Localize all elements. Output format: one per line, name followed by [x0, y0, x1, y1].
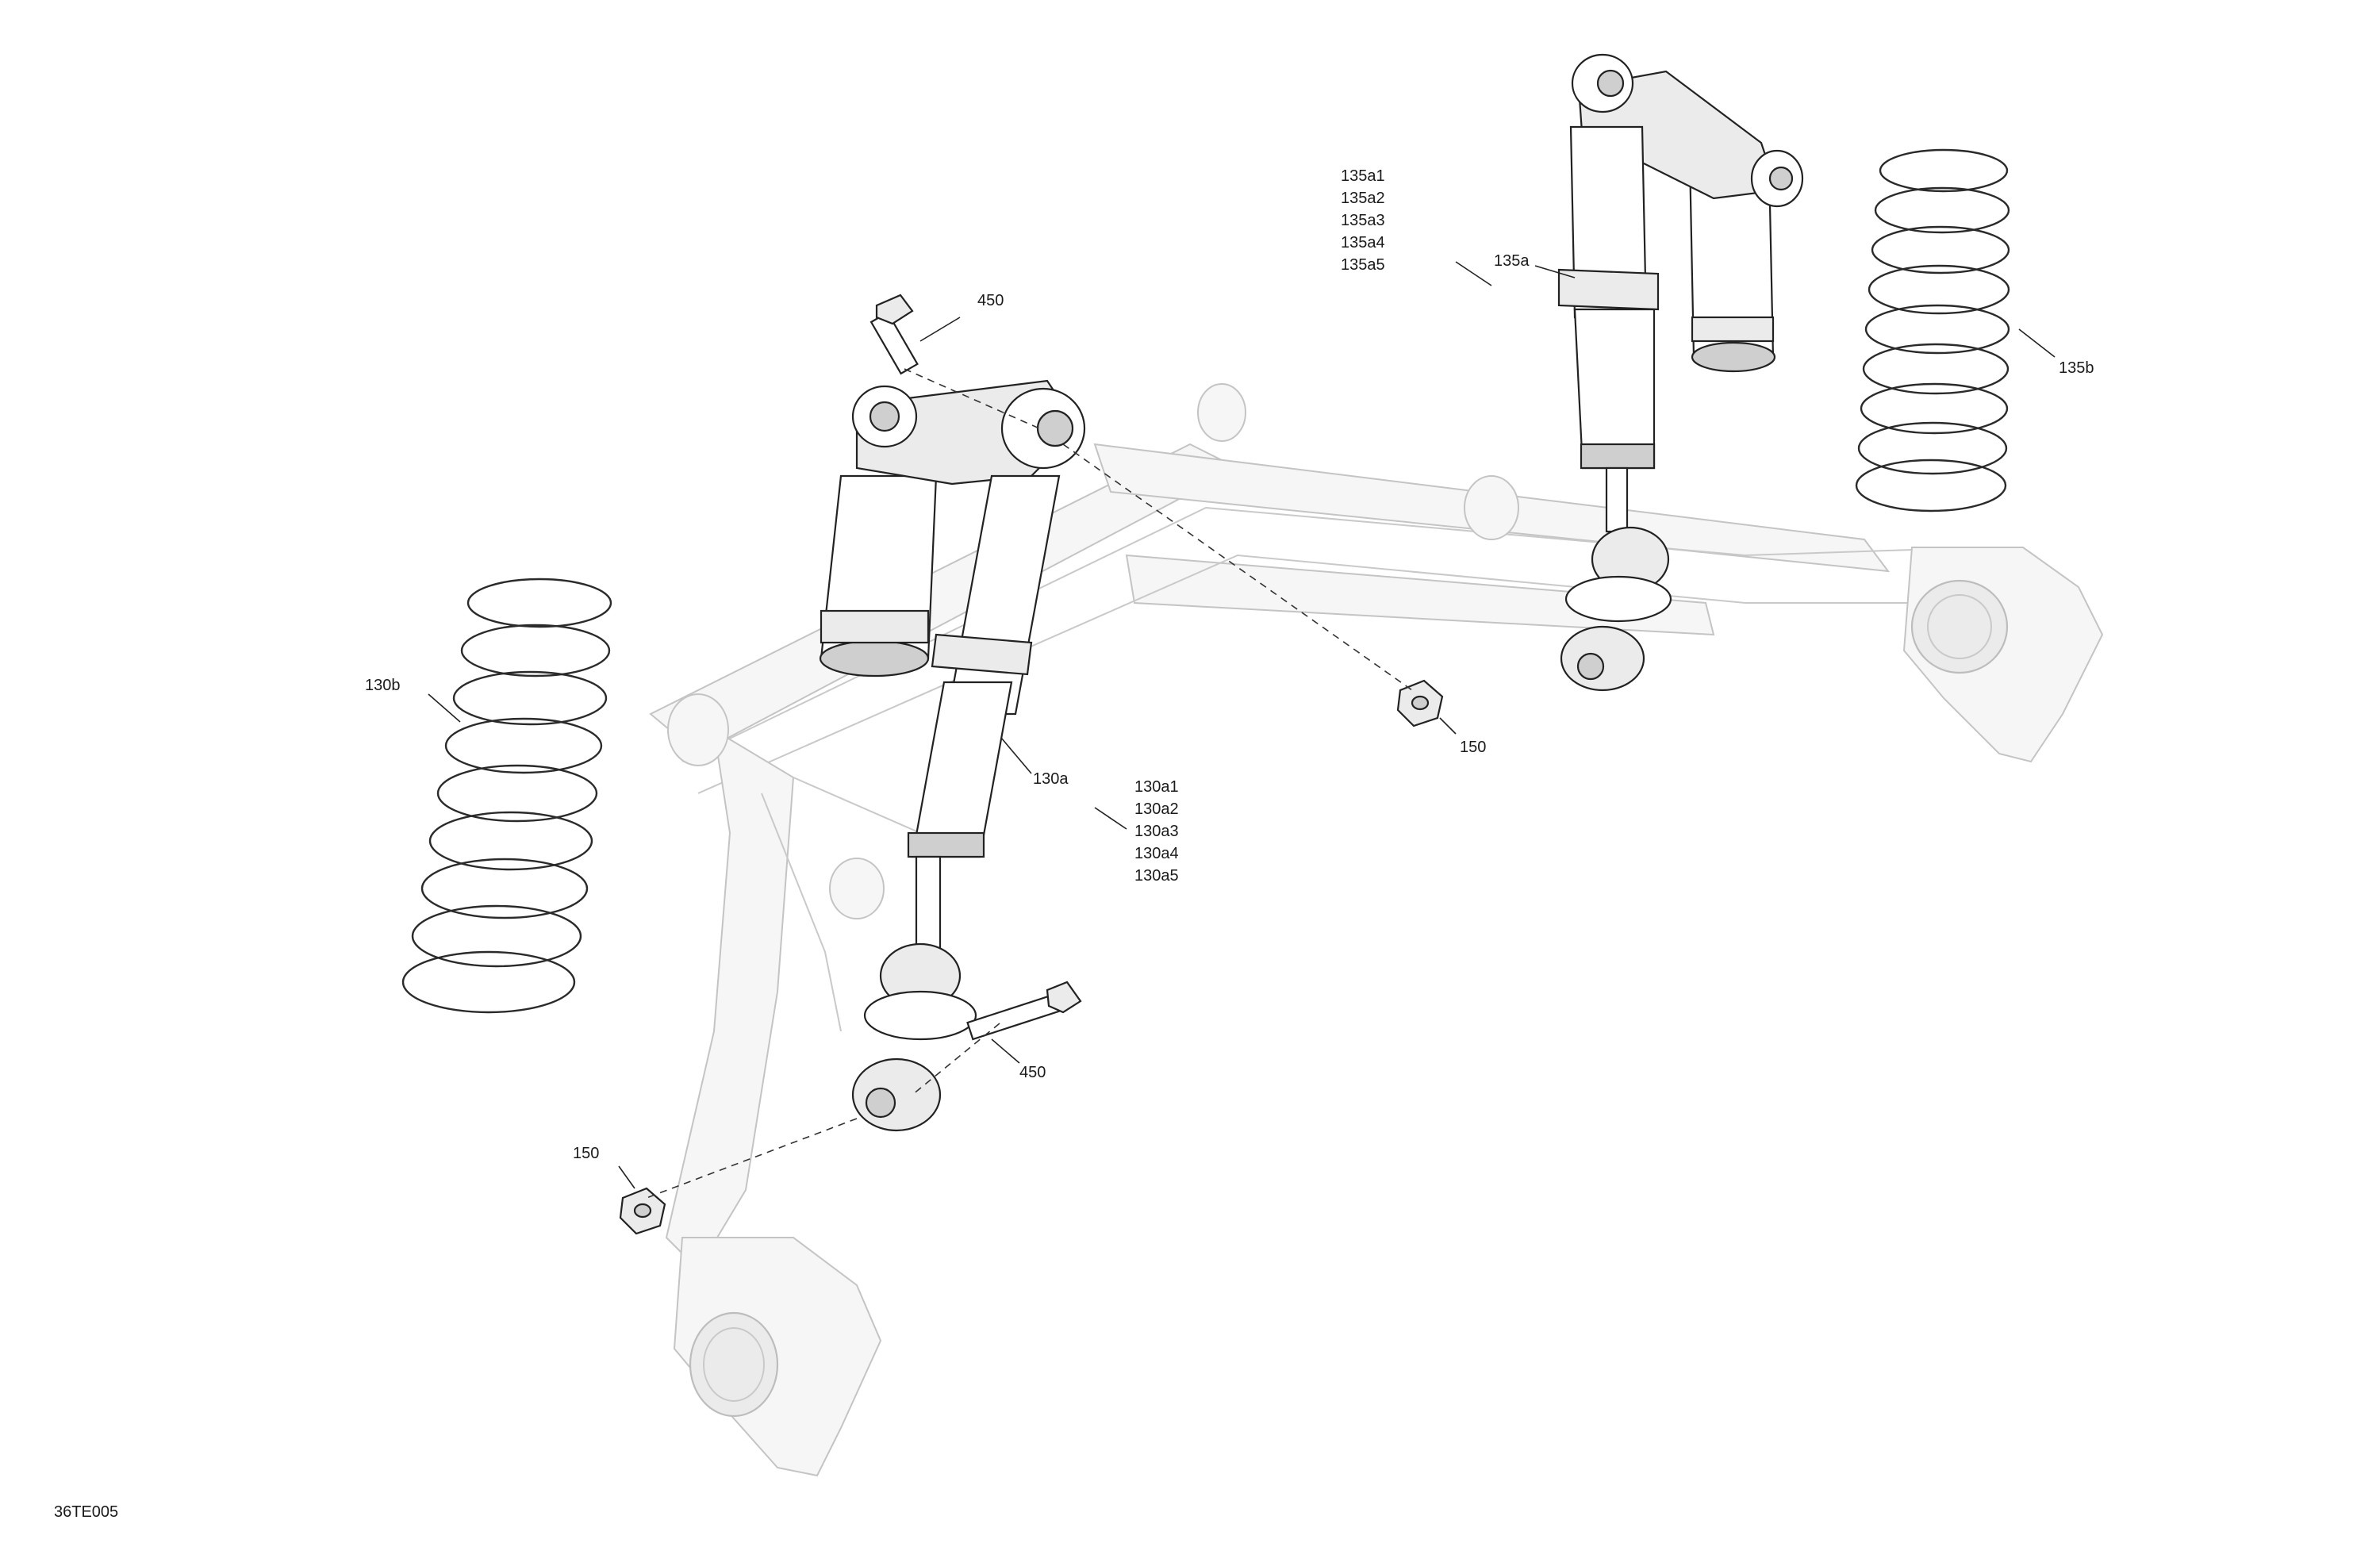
label-shock-right: 135a — [1494, 252, 1530, 270]
label-bolt-top: 450 — [977, 292, 1004, 309]
label-shock-left-sub-4: 130a4 — [1134, 845, 1179, 862]
leader-lines — [428, 261, 2056, 1189]
label-nut-right: 150 — [1460, 739, 1486, 756]
shock-absorber-left — [819, 379, 1086, 1132]
bolt-bottom — [966, 981, 1082, 1041]
label-shock-right-sub-2: 135a2 — [1341, 190, 1385, 207]
ghost-frame — [649, 383, 2104, 1477]
shock-absorber-right — [1557, 53, 1804, 692]
label-shock-right-sub-3: 135a3 — [1341, 212, 1385, 229]
nut-right — [1396, 679, 1444, 727]
label-shock-left-sub-1: 130a1 — [1134, 778, 1179, 796]
label-shock-left-sub-5: 130a5 — [1134, 867, 1179, 885]
label-spring-left: 130b — [365, 677, 401, 694]
coil-spring-left — [401, 578, 612, 1014]
label-bolt-bottom: 450 — [1019, 1064, 1046, 1081]
bolt-top — [869, 294, 919, 375]
label-spring-right: 135b — [2059, 359, 2094, 377]
label-nut-left: 150 — [573, 1145, 599, 1162]
nut-left — [619, 1187, 666, 1235]
label-shock-right-sub-1: 135a1 — [1341, 167, 1385, 185]
label-shock-left-sub-2: 130a2 — [1134, 800, 1179, 818]
coil-spring-right — [1855, 148, 2010, 512]
callout-labels: 130b 130a 130a1 130a2 130a3 130a4 130a5 … — [54, 167, 2094, 1521]
assembly-lines — [646, 368, 1413, 1199]
label-shock-right-sub-5: 135a5 — [1341, 256, 1385, 274]
label-shock-right-sub-4: 135a4 — [1341, 234, 1385, 251]
label-shock-left: 130a — [1033, 770, 1069, 788]
diagram-code: 36TE005 — [54, 1503, 118, 1521]
label-shock-left-sub-3: 130a3 — [1134, 823, 1179, 840]
